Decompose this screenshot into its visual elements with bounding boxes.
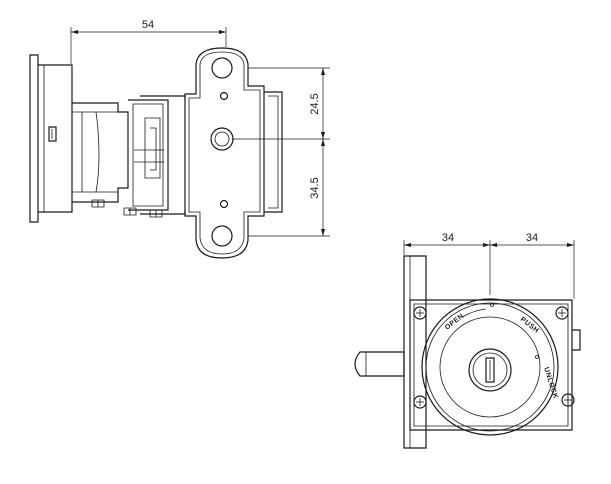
- screw-top-left: [413, 306, 427, 320]
- screw-top-right: [555, 306, 569, 320]
- dim-left-half-label: 34: [442, 232, 454, 244]
- dim-upper-height-label: 24.5: [309, 93, 321, 114]
- screw-bottom-right: [561, 393, 575, 407]
- side-view: [29, 47, 283, 259]
- dimension-top-width: 54: [70, 19, 227, 64]
- dim-top-width-label: 54: [142, 19, 154, 31]
- dimension-vertical-stack: 24.5 34.5: [232, 67, 330, 237]
- dimension-front-width: 34 34: [403, 232, 575, 299]
- screw-bottom-left: [413, 395, 427, 409]
- label-open: OPEN: [444, 313, 466, 332]
- dim-lower-height-label: 34.5: [309, 177, 321, 198]
- dim-right-half-label: 34: [526, 232, 538, 244]
- label-push: PUSH: [519, 316, 540, 335]
- front-view: OPEN PUSH UNLOCK: [354, 255, 581, 449]
